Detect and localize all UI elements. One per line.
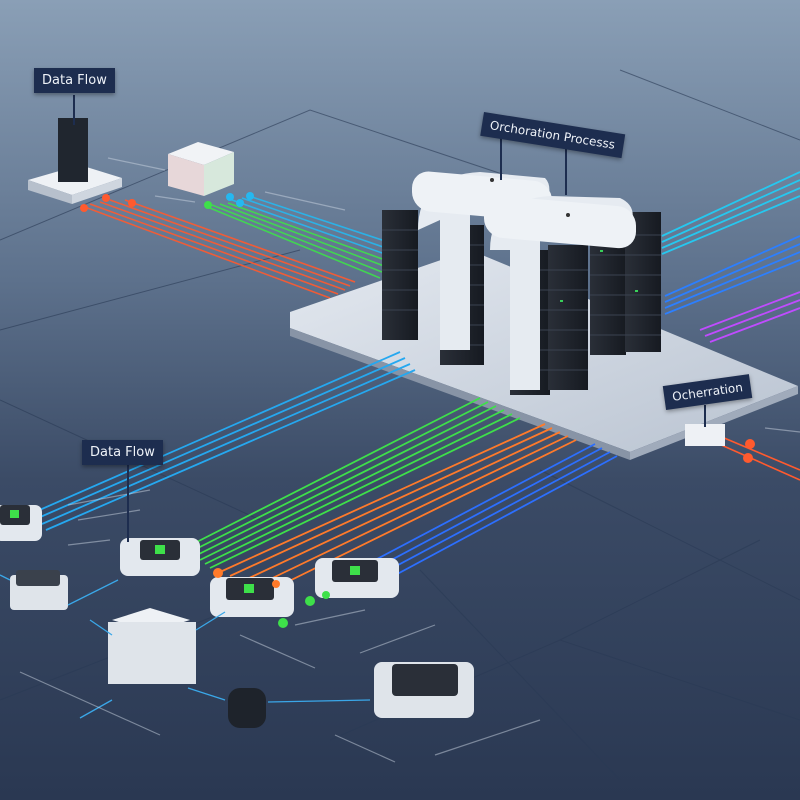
blue-flow-lines-right: [664, 235, 800, 315]
platform-edge-right: [630, 386, 798, 460]
orange-node-dot: [745, 439, 755, 449]
server-cluster: [382, 171, 661, 395]
orchestration-sign-base: [685, 424, 725, 446]
sign-pole: [127, 460, 129, 542]
edge-device: [120, 538, 200, 576]
sign-pole: [565, 140, 567, 195]
faint-caption-marks: [19, 157, 800, 763]
green-flow-lines-bottom: [184, 397, 521, 569]
sign-pole: [500, 125, 502, 180]
gateway-cube-device: [108, 608, 196, 684]
edge-device: [210, 577, 294, 617]
magenta-flow-lines-right: [699, 291, 800, 343]
blue-flow-lines-bottom-left: [34, 351, 416, 531]
blue-flow-lines-top: [231, 196, 389, 255]
cyan-flow-lines-right: [661, 171, 800, 255]
sign-pole: [704, 405, 706, 427]
data-flow-label-bottom: Data Flow: [82, 440, 163, 465]
database-cylinder-device: [228, 688, 266, 728]
rack-tower-device: [58, 118, 88, 182]
sensor-box-device: [10, 570, 68, 610]
storage-cube-device: [168, 142, 234, 165]
display-terminal-device: [374, 662, 474, 718]
orange-flow-lines-top: [81, 199, 356, 299]
connector-arrows: [0, 574, 371, 719]
data-flow-label-top: Data Flow: [34, 68, 115, 93]
edge-device: [315, 558, 399, 598]
edge-device: [0, 505, 42, 541]
platform-edge: [290, 328, 630, 460]
sign-pole: [73, 95, 75, 125]
green-flow-lines-top: [204, 202, 386, 279]
orange-node-dot: [743, 453, 753, 463]
server-arch-cap: [484, 195, 636, 249]
blue-flow-lines-bottom-right: [359, 443, 618, 587]
